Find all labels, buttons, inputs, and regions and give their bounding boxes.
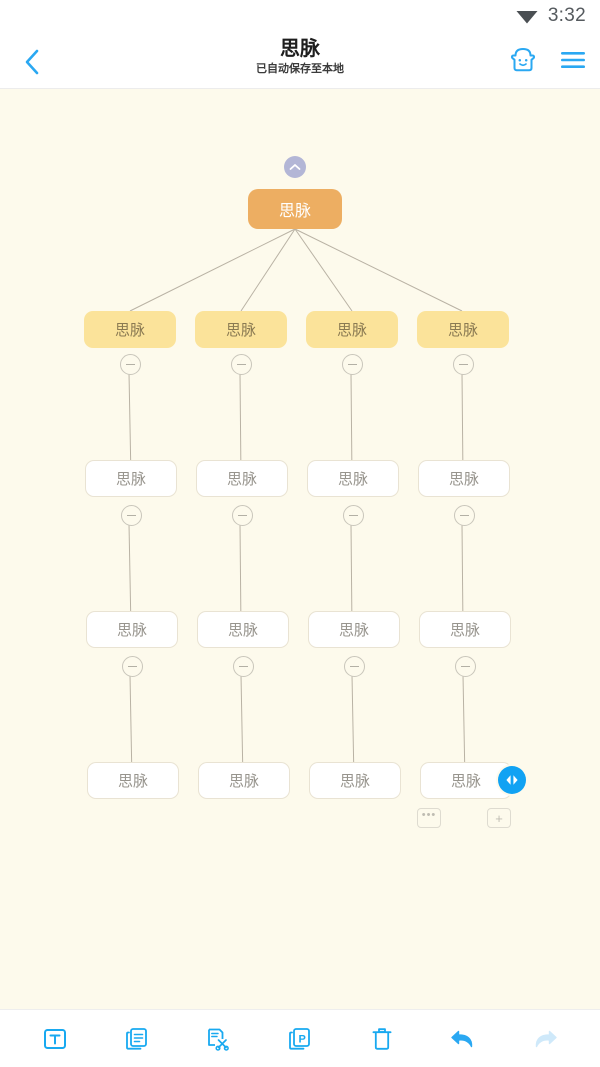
mindmap-node-l4-2[interactable]: 思脉 bbox=[197, 611, 289, 648]
redo-tool-button[interactable] bbox=[522, 1016, 568, 1062]
node-label: 思脉 bbox=[338, 622, 369, 639]
menu-button[interactable] bbox=[556, 43, 590, 77]
collapse-handle-l2-3[interactable] bbox=[342, 354, 363, 375]
status-bar: 3:32 bbox=[0, 0, 600, 32]
mindmap-node-l2-4[interactable]: 思脉 bbox=[417, 311, 509, 348]
collapse-handle-l4-2[interactable] bbox=[233, 656, 254, 677]
mindmap-node-l3-1[interactable]: 思脉 bbox=[85, 460, 177, 497]
collapse-handle-l4-1[interactable] bbox=[122, 656, 143, 677]
mindmap-node-root[interactable]: 思脉 bbox=[248, 189, 342, 229]
node-label: 思脉 bbox=[448, 471, 479, 488]
mascot-bread-icon bbox=[510, 48, 536, 72]
text-box-icon bbox=[43, 1028, 66, 1049]
node-label: 思脉 bbox=[336, 322, 367, 339]
chevron-left-icon bbox=[25, 49, 39, 75]
copy-tool-button[interactable] bbox=[114, 1016, 160, 1062]
mindmap-node-l5-2[interactable]: 思脉 bbox=[198, 762, 290, 799]
node-add-label: + bbox=[495, 810, 503, 826]
node-add-button[interactable]: + bbox=[487, 808, 511, 828]
node-more-button[interactable]: ••• bbox=[417, 808, 441, 828]
mindmap-node-l5-1[interactable]: 思脉 bbox=[87, 762, 179, 799]
collapse-handle-l3-2[interactable] bbox=[232, 505, 253, 526]
node-label: 思脉 bbox=[226, 471, 257, 488]
mindmap-node-l5-3[interactable]: 思脉 bbox=[309, 762, 401, 799]
node-label: 思脉 bbox=[117, 773, 148, 790]
mindmap-node-l4-3[interactable]: 思脉 bbox=[308, 611, 400, 648]
collapse-handle-l2-4[interactable] bbox=[453, 354, 474, 375]
mindmap-node-l3-3[interactable]: 思脉 bbox=[307, 460, 399, 497]
mascot-button[interactable] bbox=[506, 43, 540, 77]
wifi-icon bbox=[516, 11, 538, 24]
redo-arrow-icon bbox=[535, 1030, 557, 1047]
hamburger-menu-icon bbox=[561, 52, 585, 68]
text-tool-button[interactable] bbox=[32, 1016, 78, 1062]
bottom-toolbar: P bbox=[0, 1009, 600, 1067]
scissors-cut-icon bbox=[208, 1028, 230, 1051]
node-drag-handle[interactable] bbox=[498, 766, 526, 794]
mindmap-node-l4-4[interactable]: 思脉 bbox=[419, 611, 511, 648]
collapse-handle-l3-3[interactable] bbox=[343, 505, 364, 526]
node-label: 思脉 bbox=[449, 622, 480, 639]
undo-arrow-icon bbox=[451, 1030, 473, 1047]
node-label: 思脉 bbox=[227, 622, 258, 639]
paste-tool-button[interactable]: P bbox=[277, 1016, 323, 1062]
trash-icon bbox=[372, 1027, 392, 1050]
node-label: 思脉 bbox=[278, 203, 311, 220]
collapse-handle-l3-1[interactable] bbox=[121, 505, 142, 526]
collapse-handle-l4-3[interactable] bbox=[344, 656, 365, 677]
node-label: 思脉 bbox=[225, 322, 256, 339]
collapse-handle-l4-4[interactable] bbox=[455, 656, 476, 677]
collapse-handle-l2-1[interactable] bbox=[120, 354, 141, 375]
app-bar: 思脉 已自动保存至本地 bbox=[0, 32, 600, 89]
back-button[interactable] bbox=[14, 44, 50, 80]
mindmap-node-l2-1[interactable]: 思脉 bbox=[84, 311, 176, 348]
node-label: 思脉 bbox=[450, 773, 481, 790]
node-label: 思脉 bbox=[228, 773, 259, 790]
chevron-up-icon bbox=[289, 164, 301, 170]
node-label: 思脉 bbox=[447, 322, 478, 339]
node-label: 思脉 bbox=[339, 773, 370, 790]
copy-document-icon bbox=[125, 1027, 147, 1050]
node-label: 思脉 bbox=[116, 622, 147, 639]
app-bar-actions bbox=[506, 43, 590, 77]
cut-tool-button[interactable] bbox=[195, 1016, 241, 1062]
mindmap-node-l2-2[interactable]: 思脉 bbox=[195, 311, 287, 348]
node-label: 思脉 bbox=[114, 322, 145, 339]
paste-p-icon: P bbox=[289, 1027, 310, 1050]
collapse-handle-l3-4[interactable] bbox=[454, 505, 475, 526]
root-collapse-toggle[interactable] bbox=[284, 156, 306, 178]
node-label: 思脉 bbox=[115, 471, 146, 488]
mindmap-canvas[interactable]: 思脉 思脉 思脉 思脉 思脉 思脉 思脉 思脉 思脉 思脉 思脉 思脉 思脉 bbox=[0, 89, 600, 1009]
status-bar-clock: 3:32 bbox=[547, 5, 586, 26]
drag-left-right-icon bbox=[506, 775, 518, 785]
mindmap-node-l3-4[interactable]: 思脉 bbox=[418, 460, 510, 497]
mindmap-node-l4-1[interactable]: 思脉 bbox=[86, 611, 178, 648]
node-more-label: ••• bbox=[421, 808, 437, 821]
undo-tool-button[interactable] bbox=[440, 1016, 486, 1062]
mindmap-node-l3-2[interactable]: 思脉 bbox=[196, 460, 288, 497]
collapse-handle-l2-2[interactable] bbox=[231, 354, 252, 375]
delete-tool-button[interactable] bbox=[359, 1016, 405, 1062]
node-label: 思脉 bbox=[337, 471, 368, 488]
mindmap-node-l2-3[interactable]: 思脉 bbox=[306, 311, 398, 348]
svg-text:P: P bbox=[298, 1033, 305, 1045]
